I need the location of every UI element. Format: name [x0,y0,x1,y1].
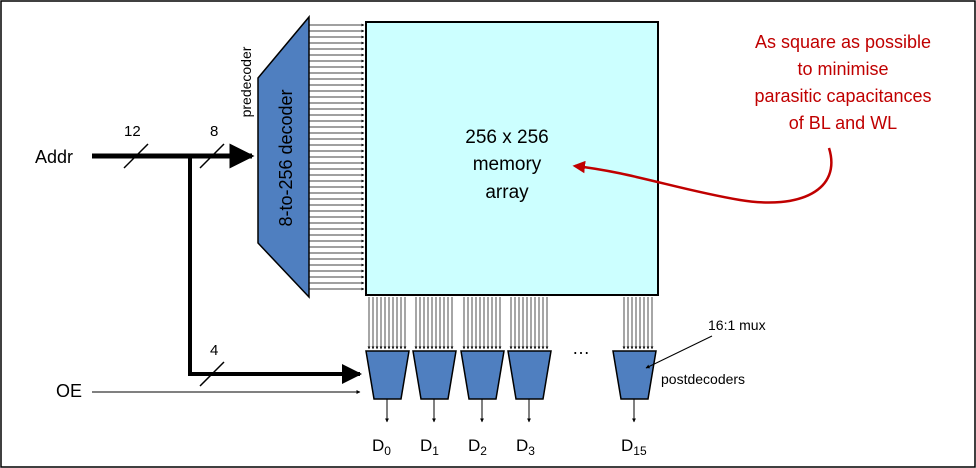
annotation-arrow [572,147,833,204]
mux-0 [365,350,410,423]
array-label-memory: memory [473,154,542,175]
oe-label: OE [56,381,82,401]
addr-label: Addr [35,147,73,167]
predecoder-bus-slash [199,143,225,169]
output-d2: D2 [468,436,487,458]
array-label-array: array [485,182,529,203]
mux-2 [460,350,505,423]
postdecoder-bus-slash [199,361,225,387]
row-decoder [257,14,310,299]
output-d3: D3 [516,436,535,458]
predecoder-bus-width: 8 [210,123,218,140]
mux-callout-arrow [645,335,713,369]
array-label-size: 256 x 256 [465,127,548,148]
word-line-wires [309,23,365,291]
postdecoder-bus-width: 4 [210,342,218,359]
addr-bus-width: 12 [124,123,141,140]
output-d1: D1 [420,436,439,458]
memory-array [365,21,659,296]
mux-15 [612,350,657,423]
mux-3 [507,350,552,423]
addr-bus-slash [123,143,149,169]
mux-1 [412,350,457,423]
annotation-line-3: parasitic capacitances [754,86,931,106]
decoder-label: 8-to-256 decoder [276,89,296,226]
predecoder-caption: predecoder [238,46,254,117]
mux-ellipsis: … [572,338,590,358]
annotation-line-2: to minimise [797,59,888,79]
mux-label: 16:1 mux [708,317,766,333]
output-d15: D15 [621,436,647,458]
postdecoders-label: postdecoders [661,371,745,387]
bit-line-wires [367,297,654,350]
annotation-line-4: of BL and WL [789,113,897,133]
annotation-line-1: As square as possible [755,32,931,52]
output-d0: D0 [372,436,391,458]
